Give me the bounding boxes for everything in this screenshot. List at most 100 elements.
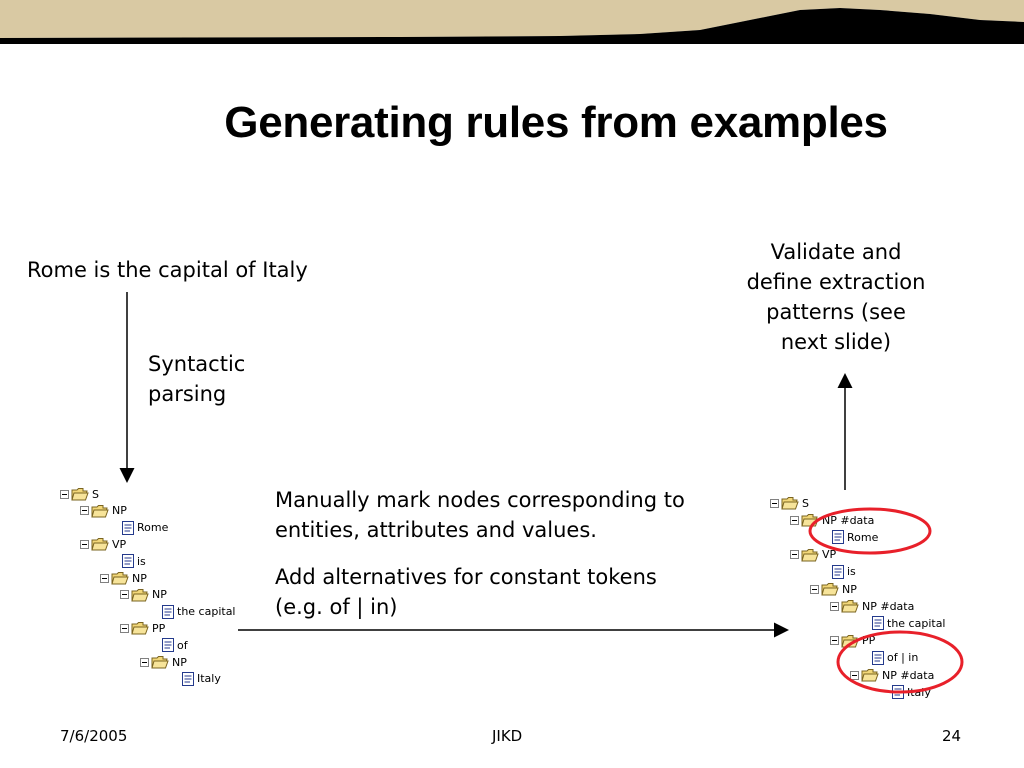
tree-node: Italy [182, 671, 221, 687]
tree-node-label: PP [862, 634, 876, 648]
manual-mark-line: Manually mark nodes corresponding to [275, 488, 685, 512]
folder-icon [151, 655, 169, 669]
alternatives-text: Add alternatives for constant tokens (e.… [275, 562, 657, 622]
collapse-toggle-icon[interactable] [120, 623, 129, 633]
folder-icon [821, 582, 839, 596]
validate-label: Validate and define extraction patterns … [728, 237, 944, 357]
tree-node-label: Rome [137, 521, 169, 535]
folder-icon [91, 504, 109, 518]
tree-node: VP [80, 536, 126, 552]
document-icon [832, 564, 844, 579]
folder-icon [841, 599, 859, 613]
collapse-toggle-icon[interactable] [850, 670, 859, 680]
collapse-toggle-icon[interactable] [830, 636, 839, 646]
validate-label-line: next slide) [780, 330, 892, 354]
parsing-label: Syntactic parsing [148, 349, 245, 409]
document-icon [162, 604, 174, 619]
tree-node-label: NP #data [822, 513, 875, 527]
alternatives-line: Add alternatives for constant tokens [275, 565, 657, 589]
tree-node: S [60, 486, 99, 502]
tree-node: PP [830, 633, 875, 649]
tree-node-label: NP #data [882, 668, 935, 682]
tree-node: Rome [832, 529, 878, 545]
tree-node: NP #data [790, 512, 874, 528]
folder-icon [801, 548, 819, 562]
collapse-toggle-icon[interactable] [770, 498, 779, 508]
tree-node-label: NP [172, 655, 187, 669]
collapse-toggle-icon[interactable] [80, 539, 89, 549]
tree-node: Rome [122, 520, 168, 536]
collapse-toggle-icon[interactable] [790, 515, 799, 525]
tree-node-label: NP #data [862, 599, 915, 613]
tree-node: NP [140, 654, 187, 670]
tree-node-label: PP [152, 621, 166, 635]
collapse-toggle-icon[interactable] [810, 584, 819, 594]
manual-mark-line: entities, attributes and values. [275, 518, 597, 542]
tree-node: of [162, 637, 188, 653]
folder-icon [861, 668, 879, 682]
document-icon [122, 554, 134, 569]
sentence-label: Rome is the capital of Italy [27, 258, 308, 282]
collapse-toggle-icon[interactable] [140, 657, 149, 667]
tree-node-label: is [137, 554, 146, 568]
tree-node-label: VP [112, 537, 127, 551]
tree-node: NP #data [830, 598, 914, 614]
tree-node-label: Italy [197, 672, 221, 686]
document-icon [182, 671, 194, 686]
collapse-toggle-icon[interactable] [790, 550, 799, 560]
folder-icon [841, 634, 859, 648]
collapse-toggle-icon[interactable] [100, 573, 109, 583]
tree-node: PP [120, 620, 165, 636]
folder-icon [801, 513, 819, 527]
validate-label-line: define extraction [746, 270, 926, 294]
tree-node-label: NP [132, 571, 147, 585]
collapse-toggle-icon[interactable] [120, 590, 129, 600]
tree-node: NP [810, 581, 857, 597]
document-icon [892, 685, 904, 700]
tree-node-label: VP [822, 548, 837, 562]
tree-node: VP [790, 547, 836, 563]
manual-mark-text: Manually mark nodes corresponding to ent… [275, 485, 685, 545]
document-icon [872, 650, 884, 665]
document-icon [872, 616, 884, 631]
footer-center: JIKD [492, 727, 523, 745]
tree-node: S [770, 495, 809, 511]
slide-title: Generating rules from examples [224, 98, 888, 147]
collapse-toggle-icon[interactable] [830, 601, 839, 611]
tree-node-label: the capital [887, 616, 946, 630]
document-icon [162, 638, 174, 653]
tree-node: NP [100, 570, 147, 586]
folder-icon [91, 537, 109, 551]
tree-node-label: the capital [177, 605, 236, 619]
tree-node-label: S [92, 487, 99, 501]
footer-page: 24 [942, 727, 962, 745]
header-banner [0, 0, 1024, 48]
tree-node-label: S [802, 496, 809, 510]
tree-node: of | in [872, 650, 918, 666]
tree-node-label: NP [152, 588, 167, 602]
tree-node: NP [120, 587, 167, 603]
tree-node: Italy [892, 684, 931, 700]
tree-node-label: NP [112, 504, 127, 518]
tree-node: NP [80, 503, 127, 519]
tree-node-label: of | in [887, 651, 919, 665]
folder-icon [111, 571, 129, 585]
document-icon [832, 530, 844, 545]
tree-node: NP #data [850, 667, 934, 683]
parsing-label-line: parsing [148, 382, 227, 406]
tree-node: the capital [872, 615, 946, 631]
tree-node-label: NP [842, 582, 857, 596]
validate-label-line: patterns (see [766, 300, 906, 324]
folder-icon [781, 496, 799, 510]
tree-node-label: Italy [907, 685, 931, 699]
tree-node-label: of [177, 638, 188, 652]
tree-node-label: Rome [847, 530, 879, 544]
footer-date: 7/6/2005 [60, 727, 128, 745]
alternatives-line: (e.g. of | in) [275, 595, 398, 619]
tree-node: is [122, 553, 146, 569]
folder-icon [71, 487, 89, 501]
collapse-toggle-icon[interactable] [60, 489, 69, 499]
tree-node: the capital [162, 604, 236, 620]
collapse-toggle-icon[interactable] [80, 506, 89, 516]
folder-icon [131, 621, 149, 635]
